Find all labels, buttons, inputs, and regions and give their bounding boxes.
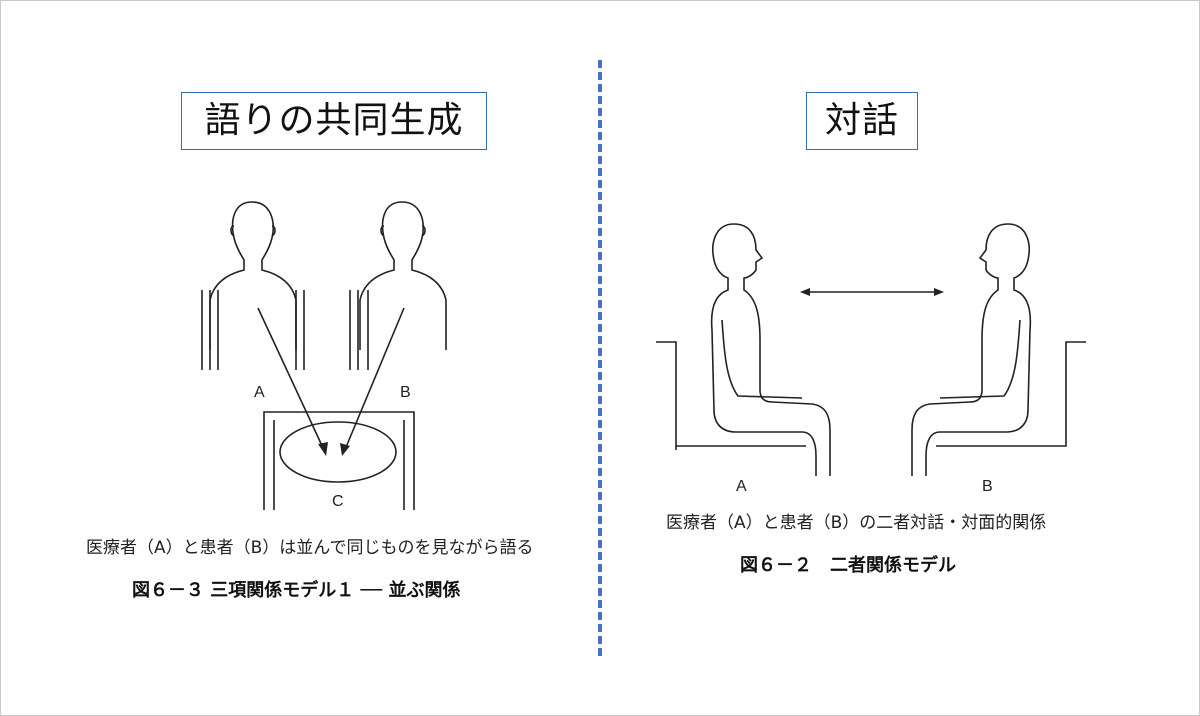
- dashed-divider: [598, 60, 602, 656]
- left-label-b: B: [400, 384, 411, 401]
- side-by-side-illustration: [201, 201, 447, 510]
- person-b-seated: [911, 223, 1086, 476]
- left-label-c: C: [332, 493, 344, 510]
- left-figure-title: 図６－３ 三項関係モデル１ ── 並ぶ関係: [132, 580, 461, 601]
- left-label-a: A: [254, 384, 265, 401]
- right-figure-title: 図６－２ 二者関係モデル: [740, 555, 956, 576]
- right-title: 対話: [806, 92, 918, 150]
- left-title: 語りの共同生成: [181, 92, 487, 150]
- person-b-back: [349, 201, 447, 370]
- right-caption: 医療者（A）と患者（B）の二者対話・対面的関係: [666, 513, 1047, 533]
- person-a-back: [201, 201, 305, 370]
- person-a-seated: [656, 223, 831, 476]
- right-label-b: B: [982, 478, 993, 495]
- left-caption: 医療者（A）と患者（B）は並んで同じものを見ながら語る: [86, 538, 534, 558]
- right-label-a: A: [736, 478, 747, 495]
- face-to-face-illustration: [656, 223, 1086, 476]
